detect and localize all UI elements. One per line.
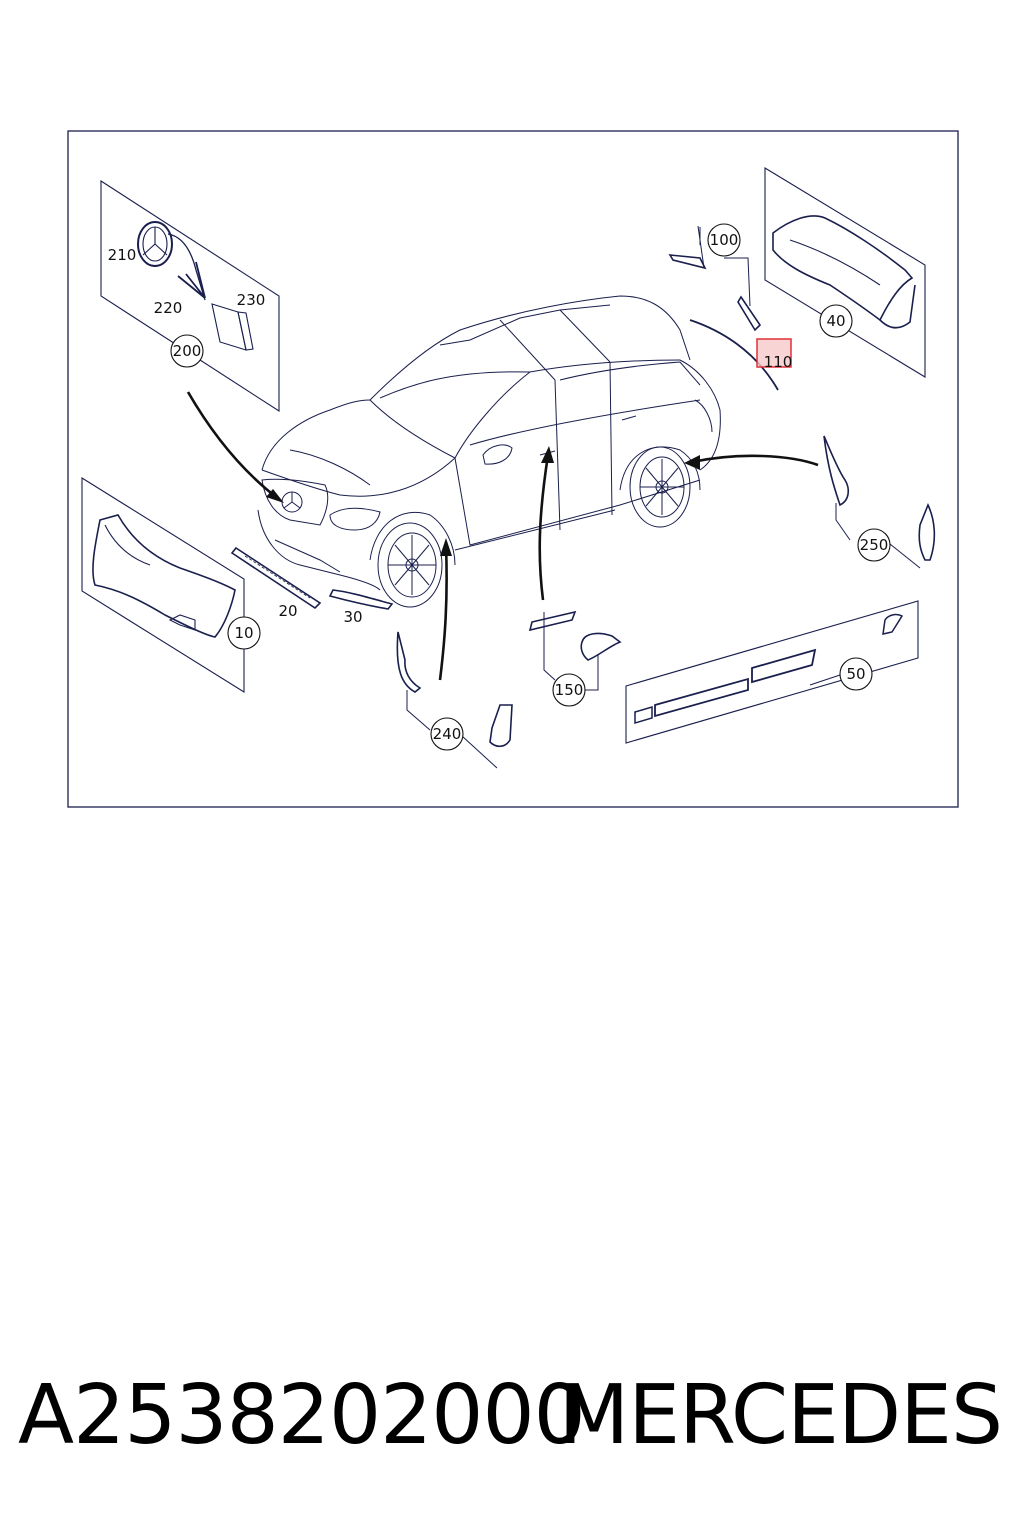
highlight-box-110 — [756, 338, 792, 368]
callout-100: 100 — [710, 231, 739, 249]
callout-labels: 200 100 40 250 10 150 50 240 210 220 230… — [108, 231, 889, 743]
panel-rear-bumper-group — [764, 167, 926, 378]
callout-250: 250 — [860, 536, 889, 554]
callout-110: 110 — [764, 353, 793, 371]
callout-circle-250 — [857, 528, 891, 562]
callout-10: 10 — [234, 624, 253, 642]
callout-230: 230 — [237, 291, 266, 309]
callout-210: 210 — [108, 246, 137, 264]
part-number-caption: A2538202000 — [18, 1368, 586, 1463]
callout-circle-200 — [170, 334, 204, 368]
callout-220: 220 — [154, 299, 183, 317]
callout-150: 150 — [555, 681, 584, 699]
callout-240: 240 — [433, 725, 462, 743]
callout-circle-40 — [819, 304, 853, 338]
panel-emblem-group — [100, 179, 280, 413]
callout-40: 40 — [826, 312, 845, 330]
callout-circle-240 — [430, 717, 464, 751]
callout-20: 20 — [278, 602, 297, 620]
callout-circle-10 — [227, 616, 261, 650]
callout-leaders — [406, 227, 921, 769]
brand-caption: MERCEDES — [558, 1368, 1003, 1463]
loose-parts — [230, 225, 936, 748]
leader-arrows — [186, 391, 819, 681]
arrow-heads — [266, 446, 700, 556]
circled-callouts — [170, 223, 891, 751]
callout-30: 30 — [343, 608, 362, 626]
callout-50: 50 — [846, 665, 865, 683]
parts-diagram: 200 100 40 250 10 150 50 240 210 220 230… — [67, 130, 959, 808]
callout-circle-150 — [552, 673, 586, 707]
car-body-drawing — [257, 295, 721, 608]
callout-200: 200 — [173, 342, 202, 360]
panel-front-bumper-group — [81, 477, 245, 693]
diagram-frame — [67, 130, 959, 808]
panel-side-trim-group — [625, 600, 919, 744]
callout-circle-100 — [707, 223, 741, 257]
callout-circle-50 — [839, 657, 873, 691]
